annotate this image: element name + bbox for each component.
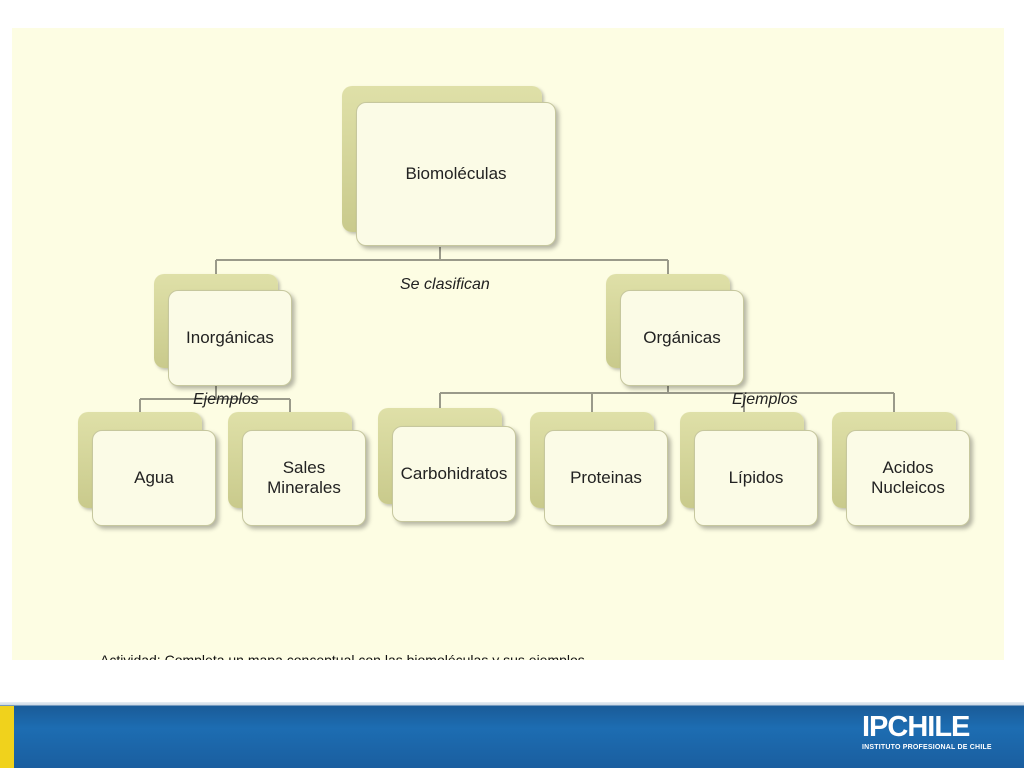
node-biomoleculas: Biomoléculas [342, 86, 558, 248]
node-lipidos: Lípidos [680, 412, 820, 528]
edge-label-ejemplos-inorganicas: Ejemplos [193, 391, 259, 408]
node-proteinas-label: Proteinas [570, 468, 642, 487]
node-proteinas: Proteinas [530, 412, 670, 528]
connector-root [215, 247, 669, 276]
edge-label-ejemplos-organicas: Ejemplos [732, 391, 798, 408]
edge-label-se-clasifican: Se clasifican [400, 276, 490, 293]
logo-subtitle: INSTITUTO PROFESIONAL DE CHILE [862, 744, 992, 751]
node-organicas-label: Orgánicas [643, 328, 721, 347]
node-organicas: Orgánicas [606, 274, 746, 386]
node-sales-minerales-label: Sales Minerales [267, 458, 341, 497]
node-sales-minerales: Sales Minerales [228, 412, 368, 528]
node-acidos-nucleicos-label: Acidos Nucleicos [871, 458, 945, 497]
node-lipidos-label: Lípidos [728, 468, 784, 487]
node-acidos-nucleicos: Acidos Nucleicos [832, 412, 972, 528]
footer-accent-stripe [0, 706, 14, 768]
node-agua: Agua [78, 412, 218, 528]
ipchile-logo: IPCHILE INSTITUTO PROFESIONAL DE CHILE [862, 712, 1002, 762]
node-carbohidratos-label: Carbohidratos [400, 464, 508, 483]
logo-name: IPCHILE [862, 711, 970, 743]
connector-organic [439, 385, 895, 414]
node-inorganicas: Inorgánicas [154, 274, 294, 386]
node-inorganicas-label: Inorgánicas [186, 328, 274, 347]
node-carbohidratos: Carbohidratos [378, 408, 518, 524]
node-agua-label: Agua [134, 468, 174, 487]
node-biomoleculas-label: Biomoléculas [405, 164, 507, 183]
footer-bar [0, 702, 1024, 768]
connector-inorganic [139, 385, 291, 414]
cutoff-activity-text: Actividad: Completa un mapa conceptual c… [100, 652, 585, 660]
